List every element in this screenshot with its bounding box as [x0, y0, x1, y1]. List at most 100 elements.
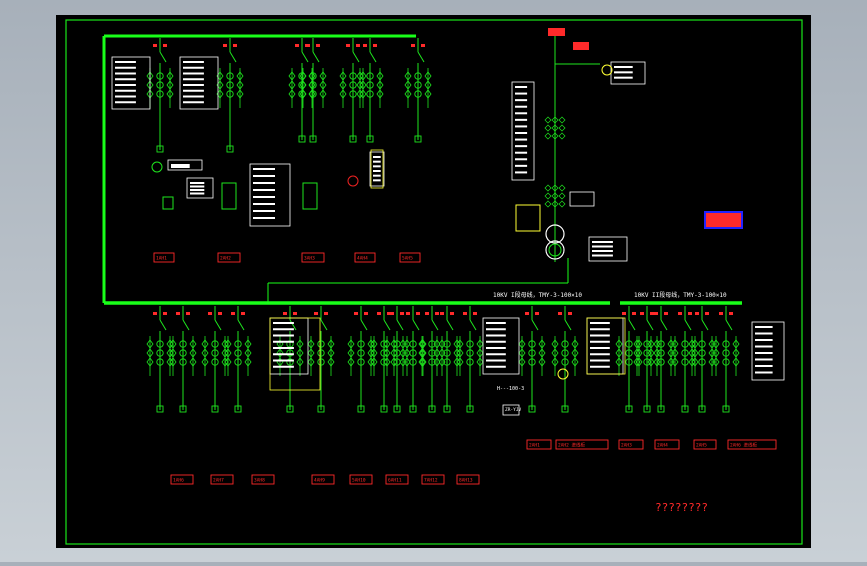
breaker-tag: [208, 312, 212, 315]
panel-text: [486, 340, 506, 343]
panel-text: [755, 365, 773, 367]
current-transformer: [349, 72, 357, 80]
disconnect-switch: [446, 319, 454, 331]
disconnect-switch: [289, 319, 297, 331]
panel-text: [253, 182, 275, 184]
panel-text: [590, 365, 610, 368]
current-transformer: [466, 340, 474, 348]
cabinet-tag-box: [693, 439, 717, 450]
panel-text: [273, 347, 294, 349]
terminal-box: [380, 405, 388, 413]
disconnect-switch: [469, 319, 477, 331]
current-transformer: [443, 358, 451, 366]
current-transformer: [156, 81, 164, 89]
current-transformer: [298, 90, 306, 98]
fuse-block: [551, 200, 559, 208]
disconnect-switch: [320, 319, 328, 331]
current-transformer: [234, 340, 242, 348]
current-transformer: [722, 340, 730, 348]
current-transformer: [466, 349, 474, 357]
terminal-box: [156, 145, 164, 153]
equipment-panel: [186, 177, 214, 199]
terminal-box: [298, 135, 306, 143]
current-transformer: [681, 349, 689, 357]
panel-text: [273, 365, 294, 368]
disconnect-switch: [237, 319, 245, 331]
breaker-tag: [314, 312, 318, 315]
current-transformer: [528, 349, 536, 357]
current-transformer: [286, 358, 294, 366]
panel-text: [115, 84, 136, 86]
disconnect-switch: [628, 319, 636, 331]
current-transformer: [409, 358, 417, 366]
current-transformer: [226, 81, 234, 89]
breaker-tag: [406, 312, 410, 315]
disconnect-switch: [159, 319, 167, 331]
panel-text: [614, 66, 633, 68]
cabinet-tag-box: [210, 474, 234, 485]
current-transformer: [414, 81, 422, 89]
drawing-border: [65, 19, 803, 545]
cabinet-tag-box: [301, 252, 325, 263]
breaker-tag: [622, 312, 626, 315]
current-transformer: [156, 72, 164, 80]
disconnect-switch: [412, 319, 420, 331]
current-transformer: [298, 72, 306, 80]
current-transformer: [528, 358, 536, 366]
breaker-tag: [354, 312, 358, 315]
panel-text: [183, 72, 204, 75]
current-transformer: [698, 349, 706, 357]
panel-text: [273, 353, 294, 356]
panel-text: [590, 359, 610, 362]
breaker-tag: [241, 312, 245, 315]
cabinet-tag-label: 2AH2: [220, 256, 231, 262]
terminal-box: [226, 145, 234, 153]
disconnect-switch: [229, 51, 237, 63]
panel-text: [373, 156, 381, 158]
cabinet-tag-label: 2AH6 进线柜: [730, 442, 758, 449]
current-transformer: [156, 340, 164, 348]
panel-frame: [502, 404, 520, 416]
breaker-tag: [346, 44, 350, 47]
cabinet-tag-box: [311, 474, 335, 485]
panel-text: [273, 359, 294, 362]
current-transformer: [349, 90, 357, 98]
breaker-tag: [640, 312, 644, 315]
terminal-box: [179, 405, 187, 413]
current-transformer: [317, 349, 325, 357]
panel-text: [590, 328, 610, 331]
current-transformer: [466, 358, 474, 366]
panel-text: [253, 203, 275, 205]
cabinet-tag-box: [354, 252, 376, 263]
breaker-tag: [153, 44, 157, 47]
panel-text: [183, 78, 204, 81]
accent-frame: [370, 149, 384, 189]
meter-box: [162, 196, 174, 210]
disconnect-switch: [646, 319, 654, 331]
disconnect-switch: [684, 319, 692, 331]
disconnect-switch: [159, 51, 167, 63]
cabinet-tag-label: 6AH11: [388, 478, 402, 484]
breaker-tag: [729, 312, 733, 315]
panel-text: [253, 175, 275, 177]
fuse-block: [551, 132, 559, 140]
current-transformer: [643, 340, 651, 348]
breaker-tag: [400, 312, 404, 315]
current-transformer: [409, 349, 417, 357]
cabinet-tag-label: 2AH1: [529, 443, 540, 449]
fuse-block: [551, 124, 559, 132]
incoming-tag: [548, 28, 565, 36]
breaker-tag: [364, 312, 368, 315]
current-transformer: [226, 72, 234, 80]
breaker-tag: [535, 312, 539, 315]
accent-frame: [269, 317, 321, 391]
cabinet-tag-label: 2AH4: [657, 443, 668, 449]
current-transformer: [286, 349, 294, 357]
current-transformer: [443, 340, 451, 348]
breaker-tag: [654, 312, 658, 315]
current-transformer: [722, 358, 730, 366]
bus-2-label: 10KV II段母线，TMY-3-100×10: [634, 291, 727, 299]
fuse-block: [558, 192, 566, 200]
cabinet-tag-box: [153, 252, 175, 263]
